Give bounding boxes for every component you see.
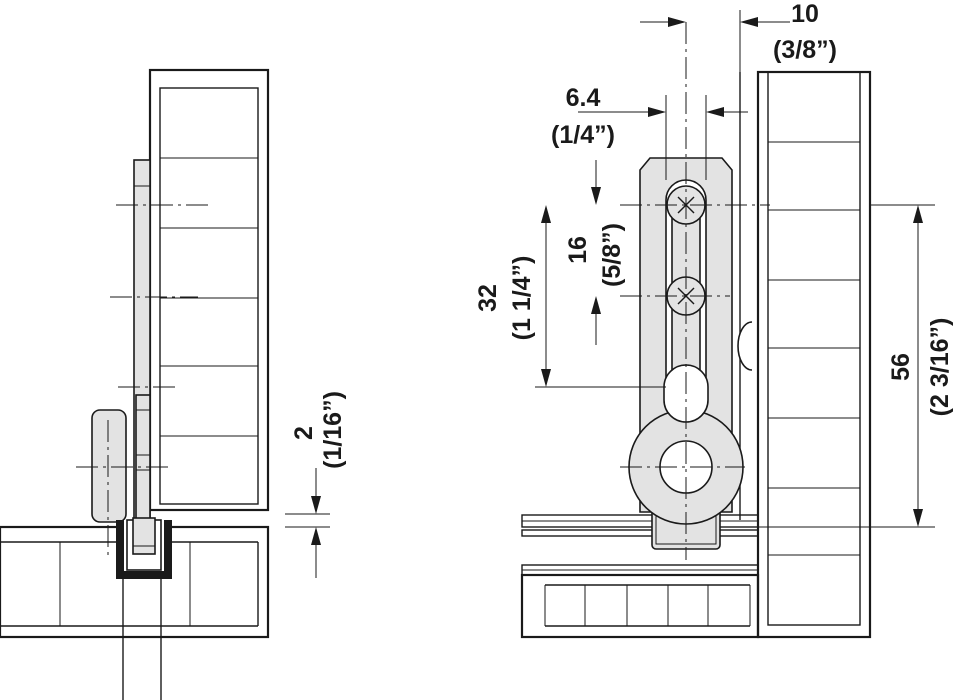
top-width-metric-label: 10 — [791, 0, 819, 28]
slot-length-imperial-label: (1 1/4”) — [508, 256, 536, 341]
top-width-imperial-label: (3/8”) — [773, 36, 837, 64]
right-front-view: 10 (3/8”) 6.4 (1/4”) 16 (5/8”) — [474, 0, 954, 639]
right-bottom-frame — [520, 514, 760, 639]
slot-width-dimension: 6.4 (1/4”) — [551, 84, 748, 180]
overall-height-metric-label: 56 — [887, 353, 915, 381]
overall-height-dimension: 56 (2 3/16”) — [745, 204, 954, 528]
screw-spacing-dimension: 16 (5/8”) — [564, 160, 626, 345]
slot-width-metric-label: 6.4 — [566, 84, 601, 112]
slot-width-imperial-label: (1/4”) — [551, 121, 615, 149]
right-cabinet-panel — [737, 70, 872, 639]
gap-metric-label: 2 — [290, 426, 318, 440]
gap-imperial-label: (1/16”) — [319, 391, 347, 469]
left-side-view: 2 (1/16”) — [0, 68, 347, 700]
gap-dimension: 2 (1/16”) — [285, 391, 347, 578]
left-track-channel — [116, 517, 172, 579]
screw-spacing-metric-label: 16 — [564, 236, 592, 264]
slot-length-metric-label: 32 — [474, 284, 502, 312]
screw-spacing-imperial-label: (5/8”) — [598, 223, 626, 287]
left-roller — [91, 409, 127, 523]
overall-height-imperial-label: (2 3/16”) — [926, 318, 954, 417]
slot-length-dimension: 32 (1 1/4”) — [474, 205, 666, 388]
left-hinge-plate — [133, 159, 151, 526]
left-cabinet-panel — [148, 68, 270, 512]
top-width-dimension: 10 (3/8”) — [640, 0, 837, 72]
